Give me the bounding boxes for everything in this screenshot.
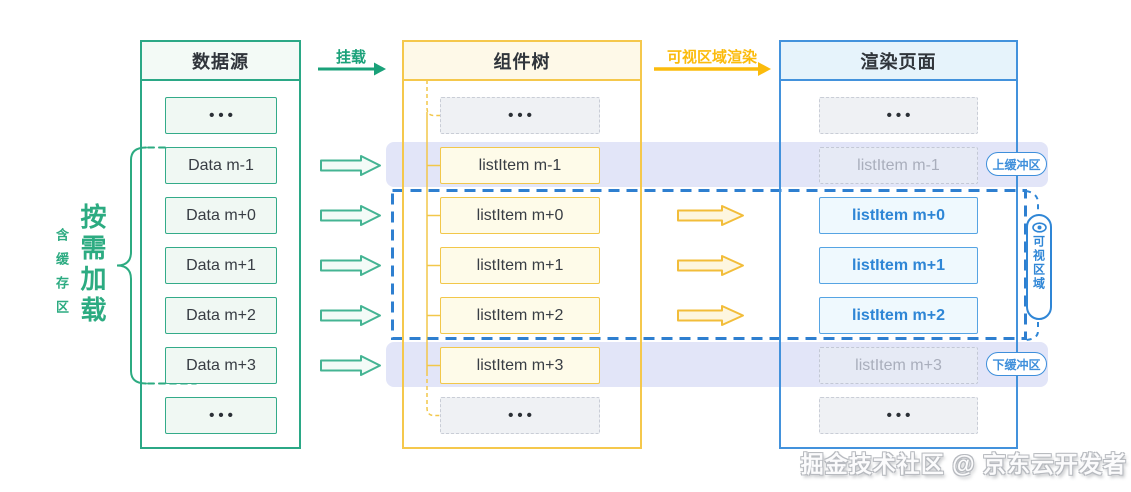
watermark: 掘金技术社区 @ 京东云开发者 (800, 451, 1127, 477)
rendered-page-column: 渲染页面 (779, 40, 1018, 449)
mount-arrow-label: 挂载 (335, 49, 366, 66)
tree-item-ellipsis-top: ••• (440, 97, 600, 134)
data-source-title: 数据源 (142, 42, 299, 81)
tree-item: listItem m+2 (440, 297, 600, 334)
page-item-ellipsis-top: ••• (819, 97, 978, 134)
data-item: Data m+2 (165, 297, 277, 334)
rendered-page-title: 渲染页面 (781, 42, 1016, 81)
lower-buffer-badge: 下缓冲区 (986, 352, 1047, 376)
upper-buffer-badge: 上缓冲区 (986, 152, 1047, 176)
tree-item: listItem m+3 (440, 347, 600, 384)
eye-icon (1031, 222, 1047, 233)
tree-to-page-arrows (677, 205, 744, 326)
render-arrow-label: 可视区域渲染 (666, 49, 757, 66)
with-cache-area-label: 含缓存区 (54, 228, 69, 324)
page-item-visible: listItem m+1 (819, 247, 978, 284)
data-item: Data m+3 (165, 347, 277, 384)
page-item-visible: listItem m+2 (819, 297, 978, 334)
data-item-ellipsis-bottom: ••• (165, 397, 277, 434)
load-on-demand-label: 按需加载 (77, 203, 107, 327)
tree-item: listItem m+0 (440, 197, 600, 234)
visible-area-badge: 可视区域 (1026, 214, 1052, 320)
data-to-tree-arrows (320, 155, 381, 376)
data-item: Data m-1 (165, 147, 277, 184)
page-item-buffered: listItem m+3 (819, 347, 978, 384)
tree-item-ellipsis-bottom: ••• (440, 397, 600, 434)
component-tree-title: 组件树 (404, 42, 640, 81)
tree-item: listItem m+1 (440, 247, 600, 284)
data-item: Data m+1 (165, 247, 277, 284)
page-item-buffered: listItem m-1 (819, 147, 978, 184)
visible-area-label: 可视区域 (1031, 235, 1046, 291)
page-item-visible: listItem m+0 (819, 197, 978, 234)
page-item-ellipsis-bottom: ••• (819, 397, 978, 434)
data-item: Data m+0 (165, 197, 277, 234)
tree-item: listItem m-1 (440, 147, 600, 184)
data-item-ellipsis-top: ••• (165, 97, 277, 134)
